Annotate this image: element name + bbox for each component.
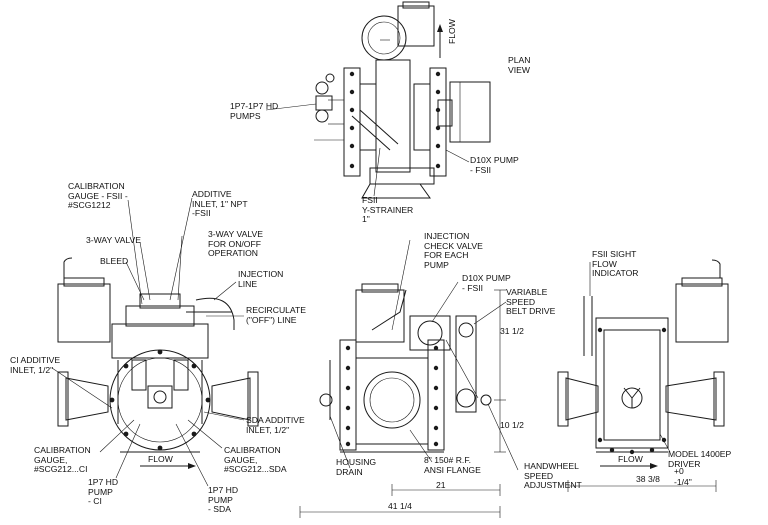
sight-flow-indicator-label: FSII SIGHT FLOW INDICATOR bbox=[592, 249, 639, 279]
pump-sda-label: 1P7 HD PUMP - SDA bbox=[208, 485, 239, 515]
injection-check-valve-label: INJECTION CHECK VALVE FOR EACH PUMP bbox=[424, 231, 483, 270]
right-flow-label: FLOW bbox=[618, 454, 643, 464]
calibration-gauge-ci-label: CALIBRATION GAUGE, #SCG212...CI bbox=[34, 445, 91, 475]
flange-label: 8" 150# R.F. ANSI FLANGE bbox=[424, 455, 481, 475]
model-driver-label: MODEL 1400EP DRIVER bbox=[668, 449, 732, 469]
dimension-width-total: 41 1/4 bbox=[388, 501, 412, 511]
right-elevation-drawing bbox=[557, 259, 729, 492]
bleed-label: BLEED bbox=[100, 256, 129, 266]
three-way-valve-label: 3-WAY VALVE bbox=[86, 235, 141, 245]
dimension-right-width: 38 3/8 bbox=[636, 474, 660, 484]
injection-line-label: INJECTION LINE bbox=[238, 269, 284, 289]
dimension-right-tol-plus: +0 bbox=[674, 466, 684, 476]
pump-ci-label: 1P7 HD PUMP - CI bbox=[88, 477, 119, 507]
sda-additive-inlet-label: SDA ADDITIVE INLET, 1/2" bbox=[246, 415, 305, 435]
plan-view-drawing bbox=[265, 1, 491, 199]
plan-flow-label: FLOW bbox=[447, 19, 457, 44]
left-elevation-drawing bbox=[51, 197, 259, 487]
housing-drain-label: HOUSING DRAIN bbox=[336, 457, 377, 477]
plan-y-strainer-label: FSII Y-STRAINER 1" bbox=[362, 195, 414, 225]
additive-inlet-label: ADDITIVE INLET, 1" NPT -FSII bbox=[192, 189, 248, 219]
center-elevation-drawing bbox=[299, 239, 519, 518]
dimension-right-tol-minus: -1/4" bbox=[674, 477, 692, 487]
dimension-height-total: 31 1/2 bbox=[500, 326, 524, 336]
dimension-height-center: 10 1/2 bbox=[500, 420, 524, 430]
center-d10x-pump-label: D10X PUMP - FSII bbox=[462, 273, 511, 293]
calibration-gauge-fsii-label: CALIBRATION GAUGE - FSII - #SCG1212 bbox=[68, 181, 128, 211]
dimension-width-inner: 21 bbox=[436, 480, 446, 490]
plan-d10x-pump-label: D10X PUMP - FSII bbox=[470, 155, 519, 175]
recirculate-label: RECIRCULATE ("OFF") LINE bbox=[246, 305, 307, 325]
handwheel-label: HANDWHEEL SPEED ADJUSTMENT bbox=[524, 461, 582, 491]
three-way-valve-onoff-label: 3-WAY VALVE FOR ON/OFF OPERATION bbox=[208, 229, 263, 259]
variable-speed-label: VARIABLE SPEED BELT DRIVE bbox=[506, 287, 556, 317]
plan-pumps-label: 1P7-1P7 HD PUMPS bbox=[230, 101, 279, 121]
calibration-gauge-sda-label: CALIBRATION GAUGE, #SCG212...SDA bbox=[224, 445, 287, 475]
plan-view-title: PLAN VIEW bbox=[508, 55, 531, 75]
ci-additive-inlet-label: CI ADDITIVE INLET, 1/2" bbox=[10, 355, 61, 375]
left-flow-label: FLOW bbox=[148, 454, 173, 464]
